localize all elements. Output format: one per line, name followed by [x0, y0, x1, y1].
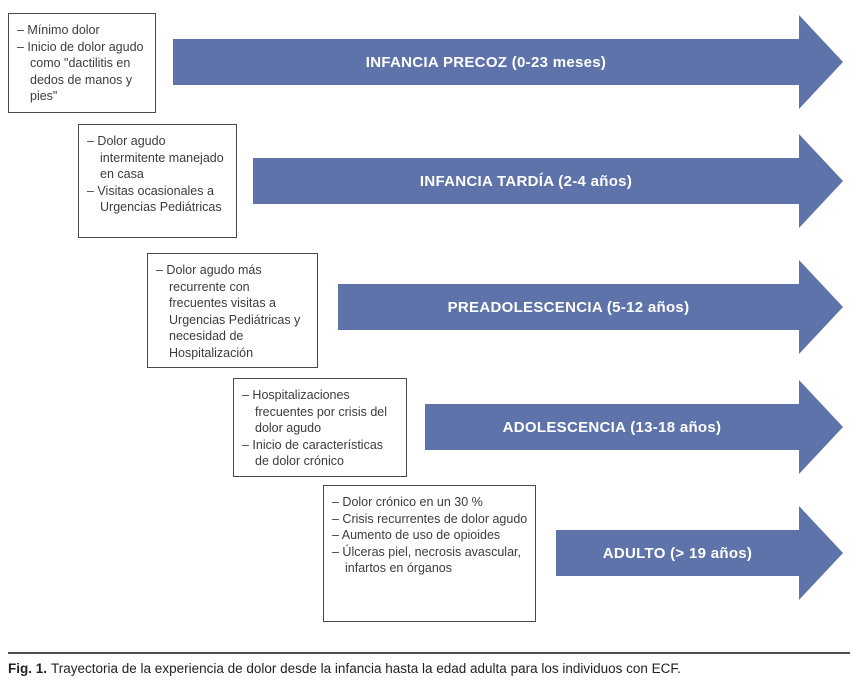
note-item: – Dolor crónico en un 30 % [332, 495, 483, 509]
arrow-head-icon [799, 380, 843, 474]
arrow-head-icon [799, 134, 843, 228]
timeline-arrow-adulto: ADULTO (> 19 años) [556, 506, 843, 600]
note-box-adulto: – Dolor crónico en un 30 % – Crisis recu… [323, 485, 536, 622]
caption-divider [8, 652, 850, 654]
arrow-head-icon [799, 260, 843, 354]
note-item: – Dolor agudo más recurrente con frecuen… [156, 263, 301, 360]
stage-label: ADOLESCENCIA (13-18 años) [502, 418, 722, 436]
note-item: – Inicio de características de dolor cró… [242, 437, 384, 469]
note-box-adolescencia: – Hospitalizaciones frecuentes por crisi… [233, 378, 407, 477]
note-item: – Aumento de uso de opioides [332, 528, 501, 542]
timeline-arrow-infancia-precoz: INFANCIA PRECOZ (0-23 meses) [173, 15, 843, 109]
arrow-body: INFANCIA TARDÍA (2-4 años) [253, 158, 799, 204]
arrow-body: ADULTO (> 19 años) [556, 530, 799, 576]
timeline-arrow-preadolescencia: PREADOLESCENCIA (5-12 años) [338, 260, 843, 354]
arrow-head-icon [799, 15, 843, 109]
note-box-preadolescencia: – Dolor agudo más recurrente con frecuen… [147, 253, 318, 368]
note-item: – Úlceras piel, necrosis avascular, infa… [332, 544, 521, 576]
stage-label: PREADOLESCENCIA (5-12 años) [447, 298, 690, 316]
stage-label: INFANCIA TARDÍA (2-4 años) [419, 172, 633, 190]
note-item: – Hospitalizaciones frecuentes por crisi… [242, 388, 388, 435]
stage-label: INFANCIA PRECOZ (0-23 meses) [365, 53, 607, 71]
figure-caption: Fig. 1.Trayectoria de la experiencia de … [8, 661, 850, 676]
figure-caption-text: Trayectoria de la experiencia de dolor d… [51, 661, 681, 676]
arrow-body: PREADOLESCENCIA (5-12 años) [338, 284, 799, 330]
note-item: – Inicio de dolor agudo como "dactilitis… [17, 39, 144, 104]
note-item: – Mínimo dolor [17, 23, 100, 37]
arrow-body: ADOLESCENCIA (13-18 años) [425, 404, 799, 450]
timeline-arrow-infancia-tardia: INFANCIA TARDÍA (2-4 años) [253, 134, 843, 228]
timeline-arrow-adolescencia: ADOLESCENCIA (13-18 años) [425, 380, 843, 474]
figure-caption-label: Fig. 1. [8, 661, 48, 676]
note-item: – Dolor agudo intermitente manejado en c… [87, 134, 224, 181]
note-item: – Visitas ocasionales a Urgencias Pediát… [87, 183, 222, 215]
note-box-infancia-tardia: – Dolor agudo intermitente manejado en c… [78, 124, 237, 238]
arrow-body: INFANCIA PRECOZ (0-23 meses) [173, 39, 799, 85]
note-box-infancia-precoz: – Mínimo dolor – Inicio de dolor agudo c… [8, 13, 156, 113]
stage-label: ADULTO (> 19 años) [602, 544, 753, 562]
note-item: – Crisis recurrentes de dolor agudo [332, 511, 528, 526]
arrow-head-icon [799, 506, 843, 600]
